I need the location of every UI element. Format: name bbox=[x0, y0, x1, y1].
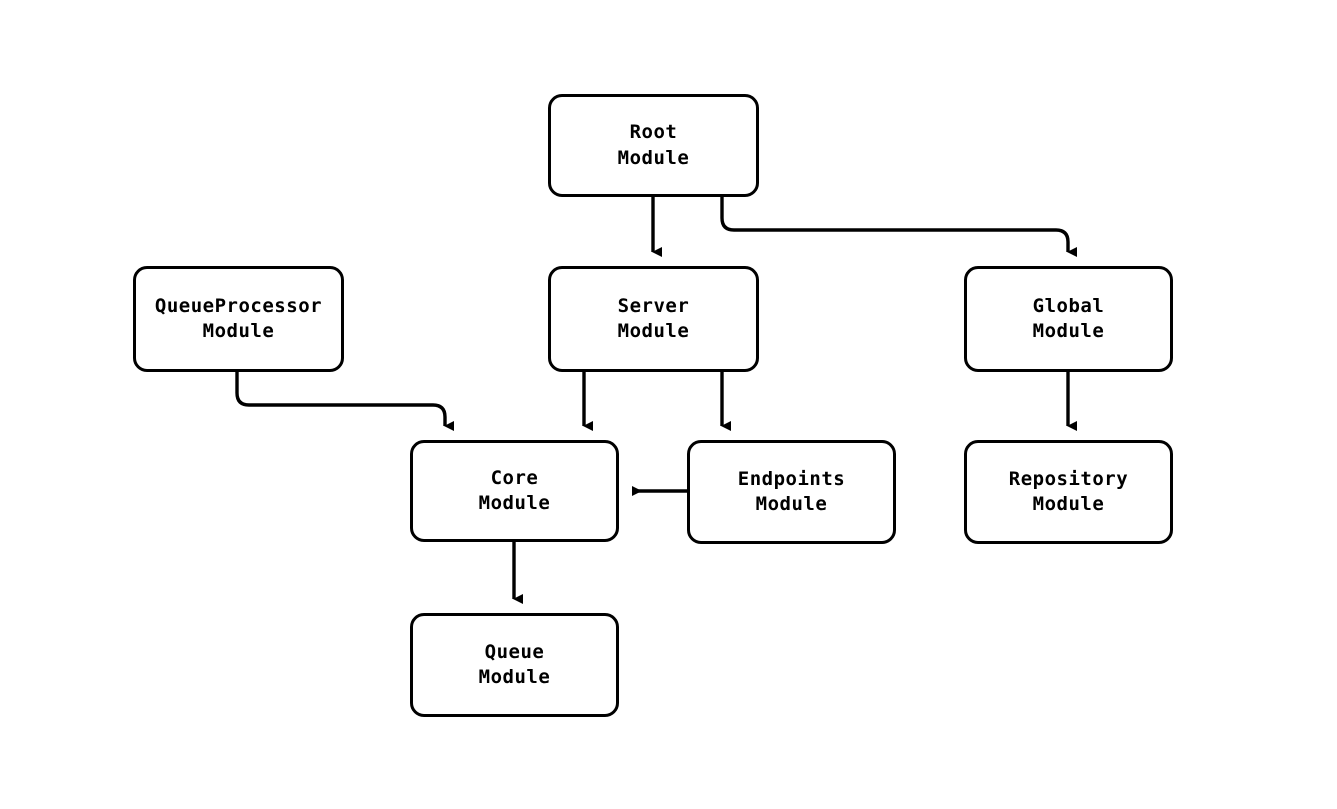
node-queueprocessor-module[interactable]: QueueProcessor Module bbox=[133, 266, 344, 372]
node-label-line2: Module bbox=[1032, 320, 1105, 342]
node-root-module[interactable]: Root Module bbox=[548, 94, 759, 197]
node-core-module[interactable]: Core Module bbox=[410, 440, 619, 542]
node-label-line1: Server bbox=[617, 294, 690, 317]
edge-queueprocessor-core bbox=[235, 372, 454, 431]
node-label-line1: Global bbox=[1032, 294, 1105, 317]
node-label-line1: Repository bbox=[1008, 467, 1129, 490]
node-label-line1: Endpoints bbox=[737, 467, 846, 490]
node-label-line2: Module bbox=[478, 666, 551, 688]
node-server-module[interactable]: Server Module bbox=[548, 266, 759, 372]
edge-root-global bbox=[720, 197, 1077, 257]
node-label-line1: QueueProcessor bbox=[154, 294, 323, 317]
node-repository-module[interactable]: Repository Module bbox=[964, 440, 1173, 544]
node-label-line1: Core bbox=[490, 466, 539, 489]
node-label-line1: Queue bbox=[484, 640, 545, 663]
node-label-line2: Module bbox=[755, 493, 828, 515]
node-label-line1: Root bbox=[629, 121, 678, 144]
node-label-line2: Module bbox=[478, 492, 551, 514]
node-global-module[interactable]: Global Module bbox=[964, 266, 1173, 372]
node-label-line2: Module bbox=[617, 146, 690, 169]
node-endpoints-module[interactable]: Endpoints Module bbox=[687, 440, 896, 544]
node-label-line2: Module bbox=[1032, 493, 1105, 515]
node-queue-module[interactable]: Queue Module bbox=[410, 613, 619, 717]
node-label-line2: Module bbox=[617, 320, 690, 342]
node-label-line2: Module bbox=[202, 320, 275, 342]
